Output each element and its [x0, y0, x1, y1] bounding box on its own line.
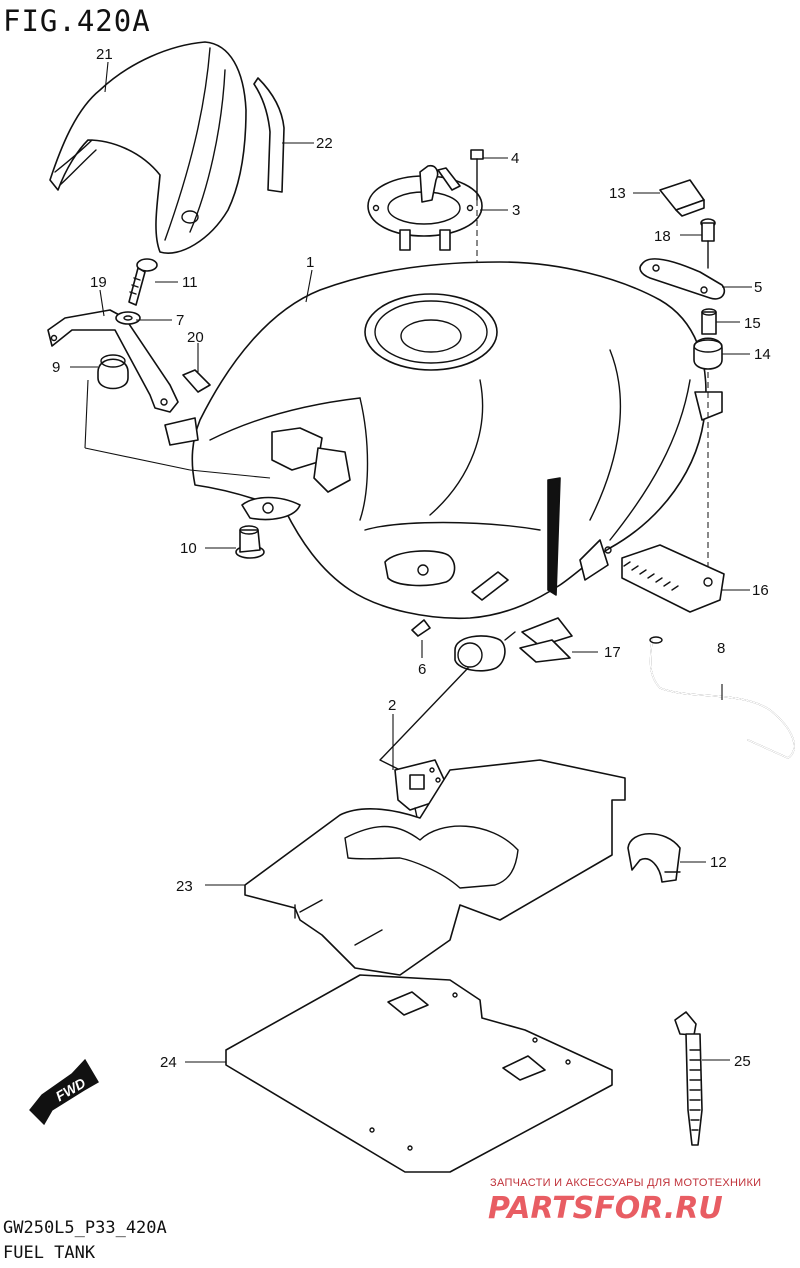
callout-2: 2 [388, 697, 396, 714]
callout-17: 17 [604, 644, 621, 661]
part-3-fuel-cap [367, 164, 483, 251]
part-19-bracket [47, 309, 179, 413]
diagram-name: FUEL TANK [3, 1243, 96, 1263]
callout-5: 5 [754, 279, 762, 296]
watermark-logo: PARTSFOR.RU [488, 1191, 723, 1226]
callout-10: 10 [180, 540, 197, 557]
part-9-grommet [97, 354, 129, 390]
callout-16: 16 [752, 582, 769, 599]
figure-title: FIG.420A [3, 4, 151, 38]
part-8-hose [649, 636, 795, 759]
part-5-bracket [639, 258, 726, 300]
callout-22: 22 [316, 135, 333, 152]
part-17-emblem [519, 617, 573, 663]
watermark-line: ЗАПЧАСТИ И АКСЕССУАРЫ ДЛЯ МОТОТЕХНИКИ [490, 1177, 761, 1189]
part-12-clamp [627, 833, 681, 883]
part-23-insulator [244, 759, 626, 976]
part-21-tank-cover [49, 41, 247, 254]
callout-21: 21 [96, 46, 113, 63]
part-1-fuel-tank [84, 261, 723, 620]
diagram-code: GW250L5_P33_420A [3, 1218, 167, 1238]
part-6-clip [411, 619, 431, 637]
part-11-bolt [128, 258, 158, 306]
part-14-cushion [693, 337, 723, 370]
callout-4: 4 [511, 150, 519, 167]
callout-3: 3 [512, 202, 520, 219]
part-25-cable-tie [674, 1011, 703, 1146]
callout-7: 7 [176, 312, 184, 329]
callout-15: 15 [744, 315, 761, 332]
callout-11: 11 [182, 274, 198, 291]
callout-1: 1 [306, 254, 314, 271]
part-10-damper [235, 525, 265, 559]
part-15-collar [701, 308, 717, 335]
leader-lines [70, 61, 752, 1063]
callout-24: 24 [160, 1054, 177, 1071]
fwd-arrow-icon: FWD [29, 1058, 99, 1126]
callout-19: 19 [90, 274, 107, 291]
callout-25: 25 [734, 1053, 751, 1070]
part-22-strip [253, 77, 285, 193]
part-13-cap [659, 179, 705, 217]
callout-labels: 21 22 1 2 3 4 5 6 7 8 9 10 11 12 13 14 1… [52, 46, 771, 1071]
part-16-tray [621, 372, 725, 613]
callout-12: 12 [710, 854, 727, 871]
callout-23: 23 [176, 878, 193, 895]
part-18-bolt [700, 218, 716, 269]
callout-13: 13 [609, 185, 626, 202]
callout-9: 9 [52, 359, 60, 376]
callout-20: 20 [187, 329, 204, 346]
part-20-clip [182, 369, 211, 393]
watermark: ЗАПЧАСТИ И АКСЕССУАРЫ ДЛЯ МОТОТЕХНИКИ PA… [488, 1177, 761, 1226]
callout-18: 18 [654, 228, 671, 245]
callout-14: 14 [754, 346, 771, 363]
callout-6: 6 [418, 661, 426, 678]
callout-8: 8 [717, 640, 725, 657]
part-24-lower-insulator [225, 974, 613, 1173]
part-7-washer [115, 311, 141, 325]
